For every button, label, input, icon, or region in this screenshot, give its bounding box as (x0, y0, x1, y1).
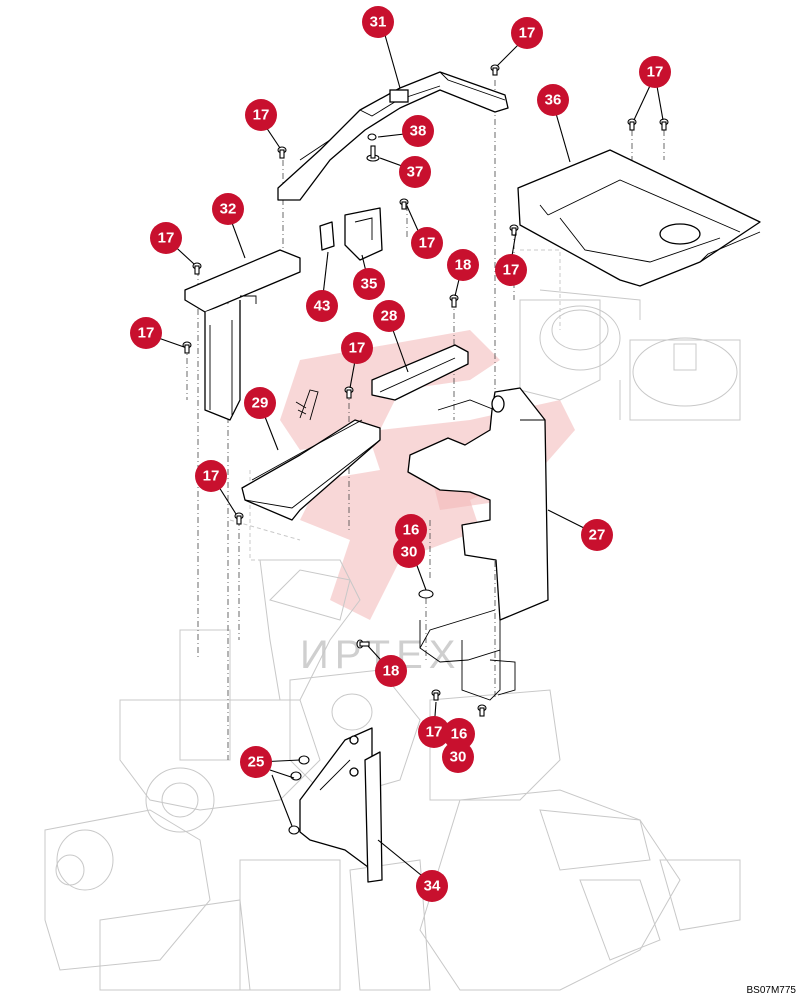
svg-text:17: 17 (138, 325, 155, 342)
figure-code: BS07M775 (746, 985, 796, 996)
svg-text:43: 43 (314, 298, 331, 315)
bolt-16-lower (477, 704, 487, 717)
callout-25: 25 (240, 746, 272, 778)
svg-text:17: 17 (419, 235, 436, 252)
bolt-17-left-bracket (192, 262, 202, 275)
part-43-clip (319, 221, 335, 251)
part-31-upper-beam (277, 71, 509, 201)
svg-text:30: 30 (450, 749, 467, 766)
washer-38 (367, 133, 377, 141)
bolt-17-small-bracket (399, 198, 409, 210)
svg-text:27: 27 (589, 527, 606, 544)
bolt-17-tray-left (234, 512, 244, 525)
callout-17: 17 (195, 460, 227, 492)
part-36-cover-plate (517, 149, 761, 287)
callout-17: 17 (341, 332, 373, 364)
callout-32: 32 (212, 193, 244, 225)
bolt-25-c (288, 825, 300, 835)
bolt-25-b (290, 771, 302, 781)
bolt-17-cover-left (627, 118, 637, 131)
callout-17: 17 (245, 99, 277, 131)
svg-text:17: 17 (647, 64, 664, 81)
callouts: 31 17 36 17 17 38 37 32 17 17 17 18 35 4… (130, 6, 671, 902)
part-28-mid-bracket (371, 344, 469, 401)
bolts (182, 64, 669, 835)
bolt-37 (366, 145, 380, 162)
bolt-17-lower (431, 689, 441, 701)
svg-text:17: 17 (253, 107, 270, 124)
svg-text:16: 16 (403, 522, 420, 539)
svg-text:35: 35 (361, 276, 378, 293)
svg-text:34: 34 (424, 878, 441, 895)
bolt-17-cover-side (509, 224, 519, 236)
svg-text:17: 17 (503, 262, 520, 279)
callout-17: 17 (511, 17, 543, 49)
bolt-18-lower (356, 639, 370, 649)
svg-text:29: 29 (252, 395, 269, 412)
bolt-17-post (182, 341, 192, 354)
svg-text:25: 25 (248, 754, 265, 771)
callout-43: 43 (306, 290, 338, 322)
part-27-side-panel (407, 387, 549, 701)
callout-30: 30 (393, 536, 425, 568)
svg-text:37: 37 (407, 164, 424, 181)
svg-text:18: 18 (455, 257, 472, 274)
svg-text:38: 38 (410, 123, 427, 140)
machine-frame-ghost (44, 249, 741, 991)
callout-17: 17 (411, 227, 443, 259)
svg-text:31: 31 (370, 14, 387, 31)
svg-text:36: 36 (545, 92, 562, 109)
callout-18: 18 (375, 655, 407, 687)
callout-29: 29 (244, 387, 276, 419)
svg-text:32: 32 (220, 201, 237, 218)
svg-text:17: 17 (519, 25, 536, 42)
svg-text:30: 30 (401, 544, 418, 561)
svg-text:16: 16 (451, 726, 468, 743)
callout-38: 38 (402, 115, 434, 147)
bolt-17-top-beam (490, 64, 500, 76)
callout-18: 18 (447, 249, 479, 281)
callout-28: 28 (373, 300, 405, 332)
callout-17: 17 (418, 716, 450, 748)
part-35-small-bracket (344, 207, 383, 261)
callout-27: 27 (581, 519, 613, 551)
svg-text:17: 17 (158, 230, 175, 247)
part-34-lower-bracket (299, 727, 383, 883)
bolt-17-cover-right (659, 118, 669, 131)
callout-34: 34 (416, 870, 448, 902)
callout-37: 37 (399, 156, 431, 188)
bolt-18-mid (449, 294, 459, 308)
part-32-left-bracket (184, 249, 301, 421)
part-29-tray (241, 389, 381, 521)
callout-16: 16 (443, 718, 475, 750)
svg-text:17: 17 (349, 340, 366, 357)
bolt-17-tray-top (344, 386, 354, 399)
callout-17: 17 (150, 222, 182, 254)
svg-text:18: 18 (383, 663, 400, 680)
svg-text:28: 28 (381, 308, 398, 325)
callout-17: 17 (639, 56, 671, 88)
callout-17: 17 (130, 317, 162, 349)
svg-text:17: 17 (426, 724, 443, 741)
callout-30: 30 (442, 741, 474, 773)
callout-35: 35 (353, 268, 385, 300)
callout-36: 36 (537, 84, 569, 116)
callout-31: 31 (362, 6, 394, 38)
bolt-25-a (298, 755, 310, 765)
washer-30-upper (418, 589, 434, 599)
callout-17: 17 (495, 254, 527, 286)
bolt-17-beam-left (277, 146, 287, 159)
svg-text:17: 17 (203, 468, 220, 485)
